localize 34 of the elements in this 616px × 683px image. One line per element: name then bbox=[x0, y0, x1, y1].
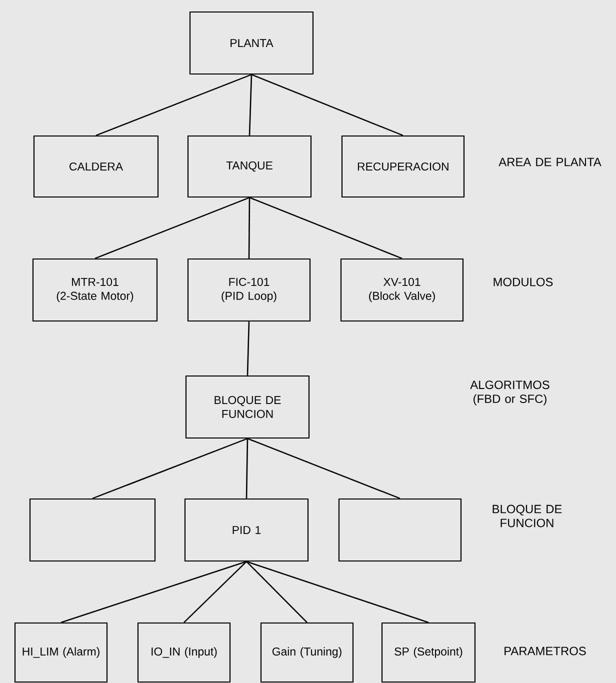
process-box: RECUPERACION bbox=[341, 135, 465, 198]
level-label: AREA DE PLANTA bbox=[498, 158, 602, 166]
connector-line bbox=[246, 322, 250, 376]
process-box: PLANTA bbox=[189, 11, 314, 75]
level-label: MODULOS bbox=[494, 278, 553, 286]
process-box: FIC-101 (PID Loop) bbox=[187, 258, 311, 322]
empty-box bbox=[338, 498, 462, 562]
level-label: PARAMETROS bbox=[504, 646, 586, 656]
process-box: PID 1 bbox=[184, 498, 309, 562]
connector-line bbox=[251, 74, 404, 136]
connector-line bbox=[249, 196, 402, 260]
connector-line bbox=[184, 561, 247, 623]
process-box: XV-101 (Block Valve) bbox=[340, 258, 464, 322]
connector-line bbox=[248, 74, 252, 136]
process-box: CALDERA bbox=[33, 135, 159, 198]
process-box: IO_IN (Input) bbox=[137, 622, 231, 683]
process-box: TANQUE bbox=[187, 135, 312, 198]
empty-box bbox=[29, 498, 156, 562]
process-box: BLOQUE DE FUNCION bbox=[185, 375, 310, 439]
connector-line bbox=[247, 438, 400, 500]
process-box: MTR-101 (2-State Motor) bbox=[32, 258, 158, 322]
level-label: BLOQUE DE FUNCION bbox=[492, 504, 562, 528]
connector-line bbox=[246, 561, 308, 623]
process-box: SP (Setpoint) bbox=[381, 622, 476, 683]
connector-line bbox=[60, 560, 247, 624]
process-box: Gain (Tuning) bbox=[260, 622, 354, 683]
level-label: ALGORITMOS (FBD or SFC) bbox=[470, 380, 550, 406]
connector-line bbox=[246, 438, 248, 498]
connector-line bbox=[246, 560, 429, 624]
connector-line bbox=[96, 74, 252, 136]
process-box: HI_LIM (Alarm) bbox=[14, 622, 108, 683]
connector-line bbox=[94, 196, 250, 260]
connector-line bbox=[92, 438, 248, 500]
connector-line bbox=[248, 198, 250, 258]
